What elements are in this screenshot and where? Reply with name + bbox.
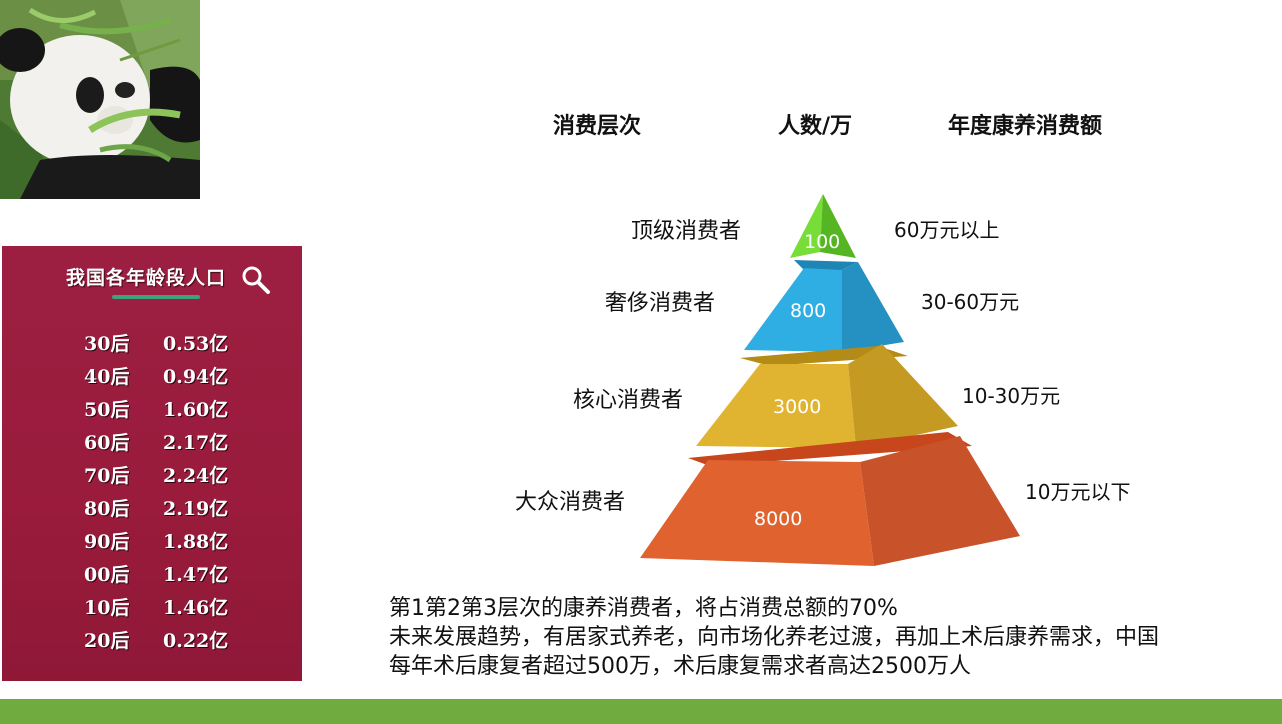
- age-row: 90后 1.88亿: [0, 527, 300, 560]
- pyramid-tier-top: [790, 194, 823, 258]
- note-line: 每年术后康复者超过500万，术后康复需求者高达2500万人: [389, 654, 971, 679]
- age-population: 2.19亿: [163, 498, 229, 520]
- age-generation: 30后: [84, 333, 130, 355]
- age-generation: 60后: [84, 432, 130, 454]
- header-spend: 年度康养消费额: [948, 114, 1103, 139]
- age-row: 50后 1.60亿: [0, 395, 300, 428]
- title-underline: [112, 295, 200, 299]
- age-generation: 20后: [84, 630, 130, 652]
- age-population: 1.88亿: [163, 531, 229, 553]
- age-population: 1.47亿: [163, 564, 229, 586]
- level-name-mass: 大众消费者: [515, 490, 626, 515]
- age-population: 0.22亿: [163, 630, 229, 652]
- level-count-top: 100: [804, 231, 841, 253]
- age-generation: 40后: [84, 366, 130, 388]
- pyramid-tier-core: [696, 364, 856, 448]
- age-generation: 10后: [84, 597, 130, 619]
- level-amount-core: 10-30万元: [962, 384, 1061, 408]
- age-population-card: [2, 246, 302, 681]
- pyramid-tier-luxury: [744, 268, 842, 352]
- pyramid-tier-mass: [640, 460, 874, 566]
- age-row: 70后 2.24亿: [0, 461, 300, 494]
- level-name-luxury: 奢侈消费者: [605, 291, 716, 316]
- level-name-core: 核心消费者: [573, 388, 684, 413]
- level-name-top: 顶级消费者: [631, 219, 742, 244]
- age-row: 00后 1.47亿: [0, 560, 300, 593]
- level-count-mass: 8000: [754, 508, 803, 530]
- age-row: 60后 2.17亿: [0, 428, 300, 461]
- age-population: 1.46亿: [163, 597, 229, 619]
- age-population-list: 30后 0.53亿 40后 0.94亿 50后 1.60亿 60后 2.17亿 70后 2…: [0, 329, 300, 659]
- level-count-core: 3000: [773, 396, 822, 418]
- age-generation: 90后: [84, 531, 130, 553]
- age-population: 0.94亿: [163, 366, 229, 388]
- note-line: 未来发展趋势，有居家式养老，向市场化养老过渡，再加上术后康养需求，中国: [389, 625, 1160, 650]
- panda-photo: [0, 0, 200, 199]
- age-population: 2.17亿: [163, 432, 229, 454]
- header-people: 人数/万: [778, 114, 853, 139]
- level-count-luxury: 800: [790, 300, 827, 322]
- notes-block: 第1第2第3层次的康养消费者，将占消费总额的70% 未来发展趋势，有居家式养老，…: [389, 594, 1269, 681]
- age-generation: 00后: [84, 564, 130, 586]
- age-population: 0.53亿: [163, 333, 229, 355]
- age-row: 30后 0.53亿: [0, 329, 300, 362]
- footer-bar: [0, 699, 1282, 724]
- age-row: 20后 0.22亿: [0, 626, 300, 659]
- note-line: 第1第2第3层次的康养消费者，将占消费总额的70%: [389, 596, 898, 621]
- age-generation: 80后: [84, 498, 130, 520]
- age-population: 2.24亿: [163, 465, 229, 487]
- header-level: 消费层次: [553, 114, 642, 139]
- level-amount-top: 60万元以上: [894, 218, 1000, 242]
- level-amount-mass: 10万元以下: [1025, 480, 1131, 504]
- age-card-title: 我国各年龄段人口: [66, 267, 227, 289]
- age-population: 1.60亿: [163, 399, 229, 421]
- search-icon: [240, 264, 272, 296]
- age-row: 10后 1.46亿: [0, 593, 300, 626]
- age-generation: 50后: [84, 399, 130, 421]
- consumer-pyramid: [620, 180, 1040, 580]
- age-row: 80后 2.19亿: [0, 494, 300, 527]
- age-row: 40后 0.94亿: [0, 362, 300, 395]
- level-amount-luxury: 30-60万元: [921, 290, 1020, 314]
- age-generation: 70后: [84, 465, 130, 487]
